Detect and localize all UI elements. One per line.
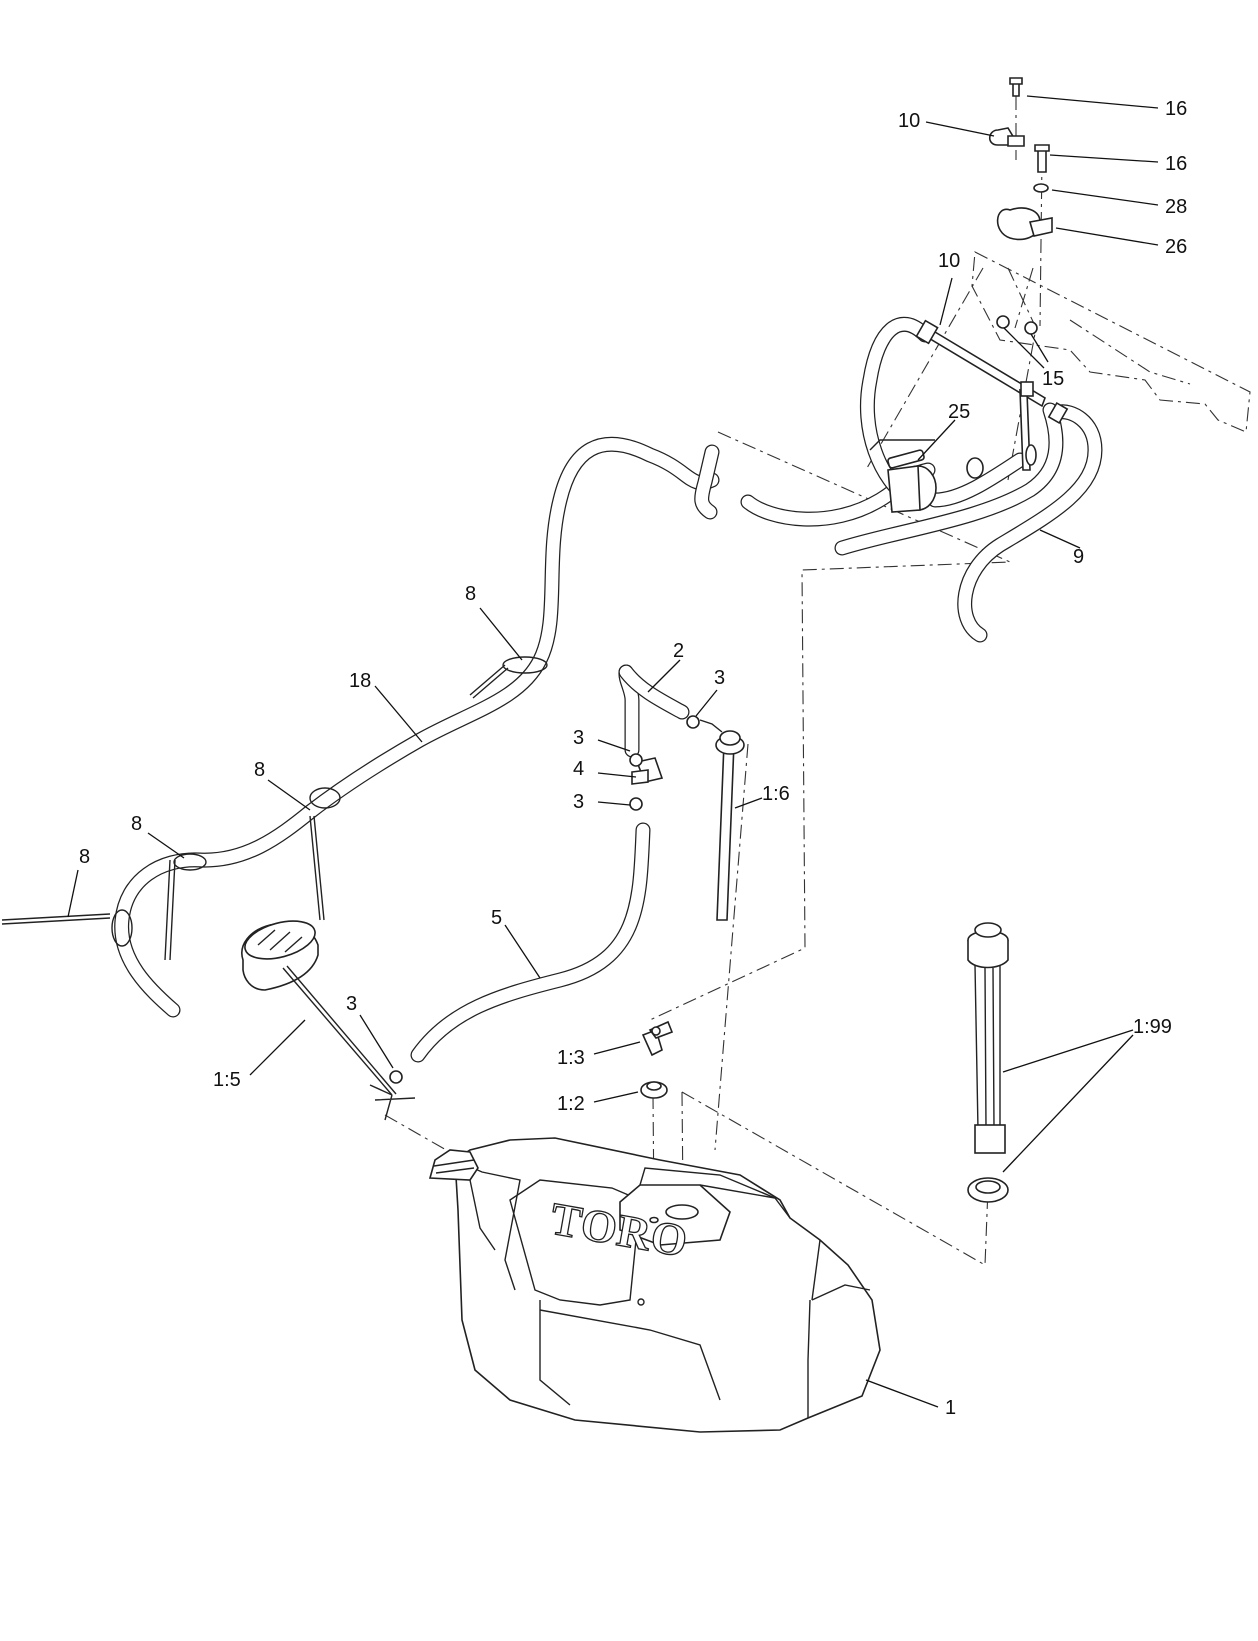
svg-text:1:6: 1:6 — [762, 783, 790, 805]
callout-16-mid: 16 — [1049, 153, 1187, 175]
callout-3-lower-left: 3 — [573, 791, 631, 813]
callout-10-mid: 10 — [938, 250, 960, 326]
fuel-hose-5 — [389, 664, 700, 1084]
svg-text:1: 1 — [945, 1397, 956, 1419]
svg-text:8: 8 — [254, 759, 265, 781]
clamp-and-fasteners — [988, 77, 1053, 335]
fuel-level-sender — [967, 922, 1009, 1203]
svg-text:4: 4 — [573, 758, 584, 780]
svg-text:18: 18 — [349, 670, 371, 692]
callout-18: 18 — [349, 670, 423, 743]
callout-26: 26 — [1055, 227, 1187, 258]
svg-text:1:3: 1:3 — [557, 1047, 585, 1069]
callout-3-upper-left: 3 — [573, 727, 631, 752]
svg-text:3: 3 — [714, 667, 725, 689]
svg-text:16: 16 — [1165, 153, 1187, 175]
callout-1-2: 1:2 — [557, 1091, 639, 1115]
svg-text:5: 5 — [491, 907, 502, 929]
callout-15: 15 — [1003, 327, 1064, 390]
callout-1-5: 1:5 — [213, 1019, 306, 1091]
svg-text:8: 8 — [465, 583, 476, 605]
svg-text:9: 9 — [1073, 546, 1084, 568]
callout-9: 9 — [1039, 529, 1084, 568]
svg-text:8: 8 — [131, 813, 142, 835]
svg-text:28: 28 — [1165, 196, 1187, 218]
callout-4: 4 — [573, 758, 637, 780]
svg-text:10: 10 — [898, 110, 920, 132]
callout-8-mid: 8 — [254, 759, 311, 811]
callout-16-top: 16 — [1026, 95, 1187, 120]
svg-text:15: 15 — [1042, 368, 1064, 390]
svg-text:3: 3 — [573, 791, 584, 813]
svg-text:16: 16 — [1165, 98, 1187, 120]
fuel-tank: TORO — [428, 1137, 881, 1433]
callout-5: 5 — [491, 907, 541, 979]
svg-text:26: 26 — [1165, 236, 1187, 258]
callout-1-3: 1:3 — [557, 1041, 641, 1069]
callout-1: 1 — [865, 1379, 956, 1419]
cable-ties — [1, 656, 548, 961]
callout-3-right: 3 — [695, 667, 725, 717]
callout-2: 2 — [647, 640, 684, 693]
callout-10-top: 10 — [898, 110, 995, 137]
callout-3-bottom: 3 — [346, 993, 394, 1069]
callout-8-left: 8 — [131, 813, 185, 859]
elbow-fitting — [641, 1020, 674, 1057]
svg-text:3: 3 — [573, 727, 584, 749]
callout-25: 25 — [917, 401, 970, 461]
svg-text:1:5: 1:5 — [213, 1069, 241, 1091]
callout-1-6: 1:6 — [734, 783, 790, 809]
callout-1-99: 1:99 — [1002, 1016, 1172, 1173]
vent-hose-assembly-9 — [740, 316, 1103, 643]
svg-text:1:2: 1:2 — [557, 1093, 585, 1115]
grommet — [640, 1081, 668, 1099]
mounting-bracket — [971, 251, 1251, 433]
svg-text:25: 25 — [948, 401, 970, 423]
callout-8-far-left: 8 — [67, 846, 90, 918]
svg-text:3: 3 — [346, 993, 357, 1015]
callout-8-upper: 8 — [465, 583, 523, 661]
svg-text:8: 8 — [79, 846, 90, 868]
svg-text:1:99: 1:99 — [1133, 1016, 1172, 1038]
fuel-cap — [241, 920, 416, 1121]
pickup-tube — [699, 719, 745, 921]
svg-text:10: 10 — [938, 250, 960, 272]
svg-text:2: 2 — [673, 640, 684, 662]
callout-28: 28 — [1051, 189, 1187, 218]
